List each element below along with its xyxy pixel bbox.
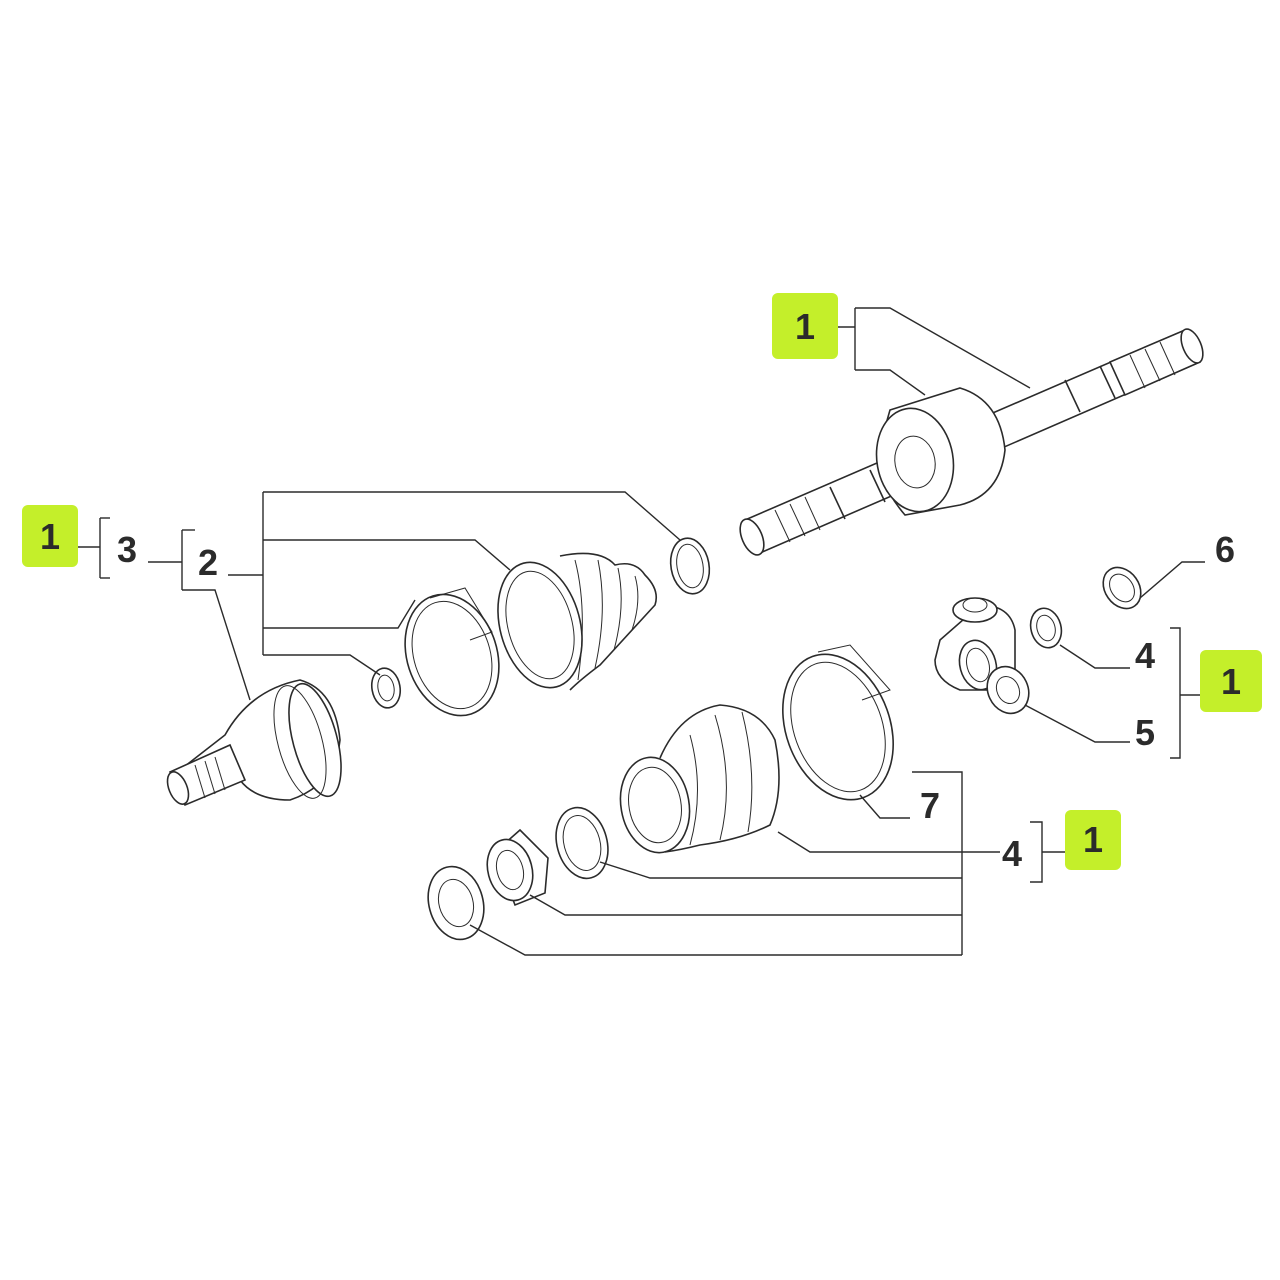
badge-top-bg — [772, 293, 838, 359]
leader-lines — [78, 307, 1205, 956]
inner-boot — [619, 704, 780, 854]
inner-bushing — [486, 828, 549, 907]
badge-top-text: 1 — [795, 306, 815, 347]
badge-left-bg — [22, 505, 78, 567]
label-tripod-roller: 5 — [1135, 712, 1155, 753]
badge-bottom[interactable]: 1 — [1065, 810, 1121, 870]
badge-bottom-text: 1 — [1083, 819, 1103, 860]
label-inner-clamp: 7 — [920, 785, 940, 826]
label-kit-2: 2 — [198, 542, 218, 583]
outer-clamp-small — [669, 537, 711, 595]
tripod-roller — [986, 665, 1030, 715]
outer-clamp-large — [404, 587, 500, 717]
label-inner-kit: 4 — [1002, 833, 1022, 874]
tripod-retainer — [1102, 566, 1142, 610]
inner-clamp-large — [782, 644, 894, 801]
label-tripod-circlip: 4 — [1135, 635, 1155, 676]
badge-left-text: 1 — [40, 516, 60, 557]
badge-top[interactable]: 1 — [772, 293, 838, 359]
badge-left[interactable]: 1 — [22, 505, 78, 567]
inner-clamp-small — [555, 806, 609, 880]
outer-boot — [497, 552, 658, 691]
label-tripod-retainer: 6 — [1215, 529, 1235, 570]
tripod-circlip — [1029, 607, 1063, 649]
badge-bottom-bg — [1065, 810, 1121, 870]
drive-shaft — [739, 328, 1204, 556]
outer-cv-joint — [166, 679, 342, 807]
badge-right[interactable]: 1 — [1200, 650, 1262, 712]
label-kit-3: 3 — [117, 529, 137, 570]
badge-right-text: 1 — [1221, 661, 1241, 702]
tripod-joint — [934, 597, 1016, 691]
outer-circlip — [370, 667, 402, 709]
badge-right-bg — [1200, 650, 1262, 712]
inner-seal — [427, 865, 485, 941]
